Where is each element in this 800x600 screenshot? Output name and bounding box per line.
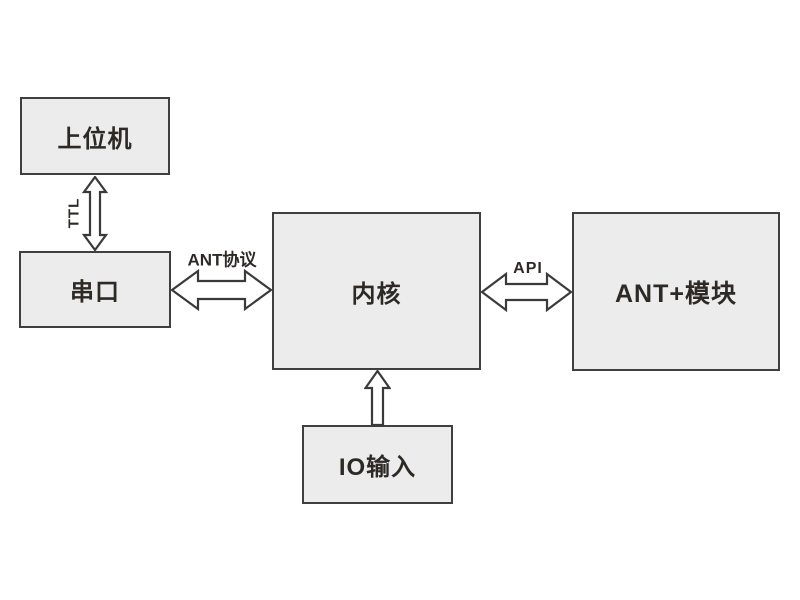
double-arrow-horizontal-api-icon [481,272,572,312]
node-host-computer-label: 上位机 [57,125,133,153]
double-arrow-vertical-ttl-icon [82,176,108,251]
edge-label-ant-protocol: ANT协议 [187,250,257,270]
node-kernel-label: 内核 [351,280,402,308]
double-arrow-horizontal-ant-protocol-icon [171,269,272,311]
edge-label-api: API [513,260,543,277]
single-arrow-up-io-icon [364,370,391,426]
edge-label-ttl: TTL [65,197,83,229]
node-kernel: 内核 [272,212,481,370]
node-serial-port-label: 串口 [70,279,120,306]
node-io-input: IO输入 [302,425,453,504]
node-host-computer: 上位机 [20,97,170,175]
node-serial-port: 串口 [19,251,171,328]
node-ant-plus-module-label: ANT+模块 [615,279,737,308]
node-io-input-label: IO输入 [338,454,417,481]
node-ant-plus-module: ANT+模块 [572,212,780,371]
